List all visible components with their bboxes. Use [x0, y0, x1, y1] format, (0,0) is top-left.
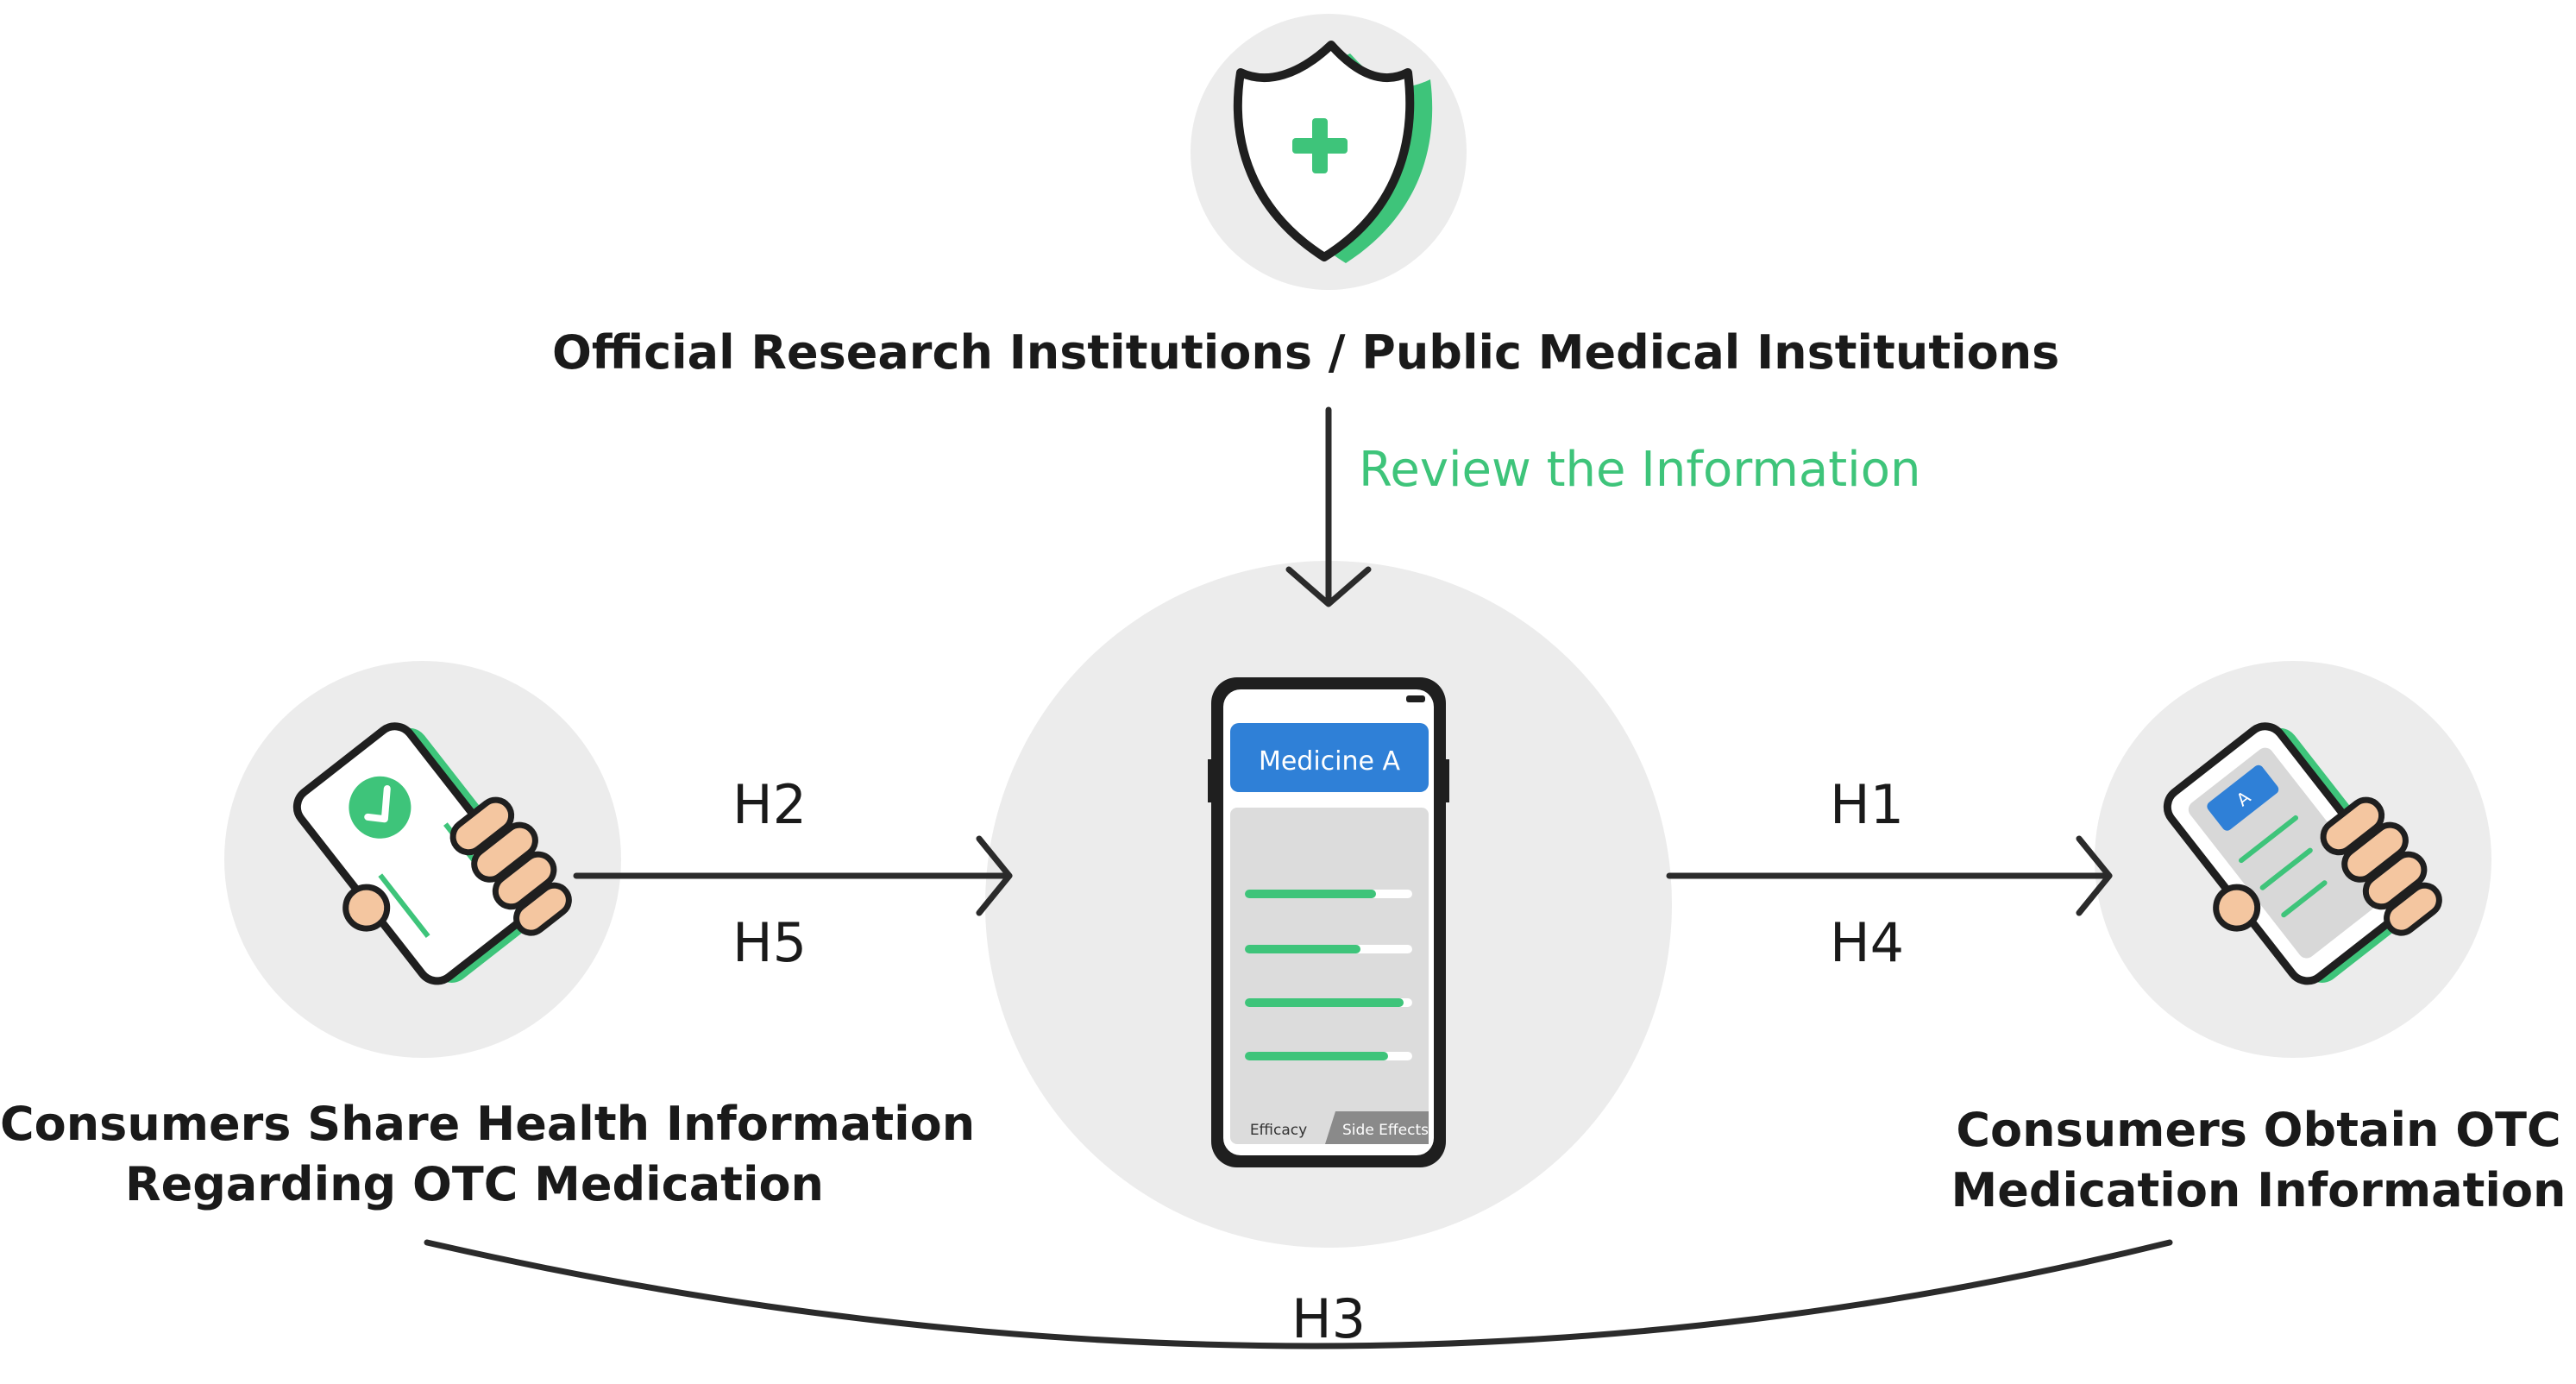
share-arrow [573, 835, 1013, 916]
h3-arc [424, 1239, 2173, 1349]
left-node-label: Consumers Share Health Information Regar… [0, 1094, 976, 1215]
hypothesis-h5: H5 [732, 911, 807, 974]
hand-phone-info-icon: A [2163, 722, 2442, 985]
phone-tab-efficacy: Efficacy [1250, 1122, 1307, 1139]
phone-tab-side-effects: Side Effects [1342, 1122, 1429, 1139]
shield-plus-icon [1233, 41, 1433, 263]
left-node-label-line1: Consumers Share Health Information [0, 1097, 976, 1151]
hand-phone-check-icon [292, 722, 572, 985]
right-node-label-line1: Consumers Obtain OTC [1956, 1103, 2561, 1157]
left-node-label-line2: Regarding OTC Medication [125, 1157, 824, 1211]
efficacy-bars [1245, 890, 1412, 1060]
obtain-arrow [1666, 835, 2113, 916]
review-label: Review the Information [1359, 442, 1921, 498]
phone-header-bar [1230, 723, 1429, 792]
info-badge [2207, 764, 2279, 831]
hypothesis-h4: H4 [1829, 911, 1905, 974]
hypothesis-h1: H1 [1829, 773, 1905, 836]
hypothesis-h2: H2 [732, 773, 807, 836]
smartphone-icon: Medicine A Efficacy Side Effects [1208, 677, 1449, 1167]
right-node-label: Consumers Obtain OTC Medication Informat… [1941, 1100, 2576, 1221]
phone-header-text: Medicine A [1259, 746, 1401, 777]
top-node-label: Official Research Institutions / Public … [552, 325, 2060, 380]
review-arrow [1285, 406, 1372, 607]
right-node-label-line2: Medication Information [1951, 1163, 2567, 1217]
hypothesis-h3: H3 [1291, 1287, 1367, 1350]
